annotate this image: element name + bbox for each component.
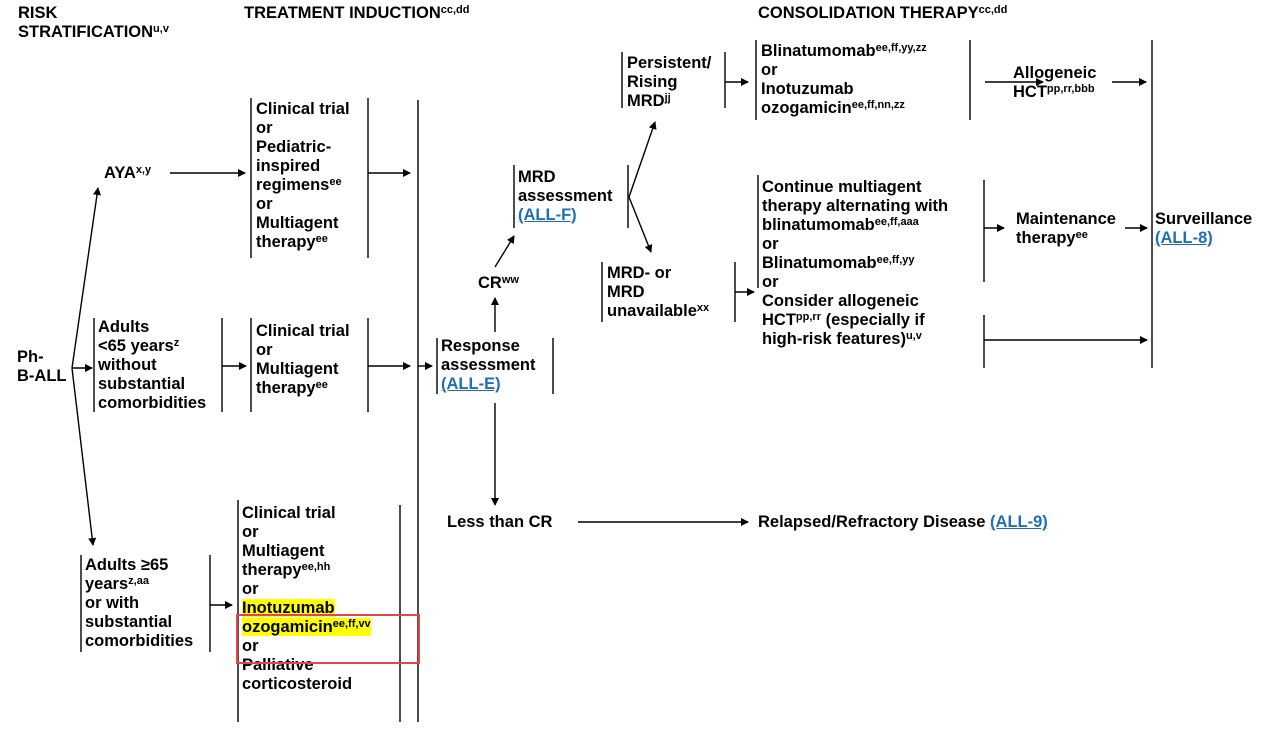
persistent-mrd-treatment: Blinatumomabee,ff,yy,zz or Inotuzumab oz… xyxy=(761,42,927,117)
aya-node: AYAx,y xyxy=(104,164,152,182)
link-all-8[interactable]: (ALL-8) xyxy=(1155,229,1213,247)
relapsed-refractory-node: Relapsed/Refractory Disease (ALL-9) xyxy=(758,513,1048,531)
inotuzumab-highlight-box xyxy=(236,614,420,664)
mrd-negative-treatment: Continue multiagent therapy alternating … xyxy=(762,178,949,348)
persistent-mrd-node: Persistent/ Rising MRDjj xyxy=(627,54,712,110)
less-than-cr-node: Less than CR xyxy=(447,513,553,531)
surveillance-node: Surveillance (ALL-8) xyxy=(1155,210,1253,247)
older-adult-treatment-options: Clinical trial or Multiagent therapyee,h… xyxy=(242,504,371,693)
cr-node: CRww xyxy=(478,274,519,292)
header-risk-stratification: RISK STRATIFICATIONu,v xyxy=(18,4,169,41)
mrd-negative-node: MRD- or MRD unavailablexx xyxy=(607,264,710,320)
adults-over-65-node: Adults ≥65 yearsz,aa or with substantial… xyxy=(85,556,194,650)
header-consolidation-therapy: CONSOLIDATION THERAPYcc,dd xyxy=(758,4,1008,22)
mrd-assessment-node: MRD assessment (ALL-F) xyxy=(518,168,613,224)
header-treatment-induction: TREATMENT INDUCTIONcc,dd xyxy=(244,4,470,22)
link-all-f[interactable]: (ALL-F) xyxy=(518,206,577,224)
response-assessment-node: Response assessment (ALL-E) xyxy=(441,337,536,393)
inotuzumab-highlight-line1: Inotuzumab xyxy=(242,599,335,617)
maintenance-therapy-node: Maintenance therapyee xyxy=(1016,210,1116,247)
link-all-e[interactable]: (ALL-E) xyxy=(441,375,501,393)
adult-treatment-options: Clinical trial or Multiagent therapyee xyxy=(256,322,350,397)
adults-under-65-node: Adults <65 yearsz without substantial co… xyxy=(98,318,207,412)
aya-treatment-options: Clinical trial or Pediatric- inspired re… xyxy=(256,100,350,251)
allogeneic-hct-node: Allogeneic HCTpp,rr,bbb xyxy=(1013,64,1097,101)
inotuzumab-highlight-line2: ozogamicinee,ff,vv xyxy=(242,618,371,636)
start-ph-b-all: Ph-B-ALL xyxy=(17,348,67,385)
link-all-9[interactable]: (ALL-9) xyxy=(990,513,1048,531)
